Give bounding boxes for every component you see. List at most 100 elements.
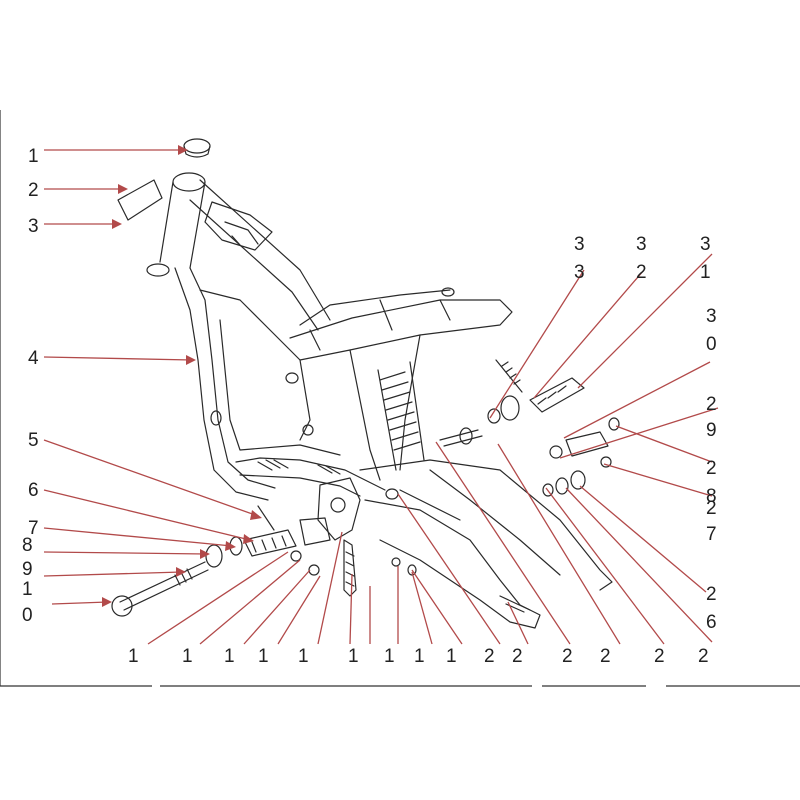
leader-b1: [147, 551, 289, 645]
leader-9: [43, 571, 183, 577]
leader-b5: [317, 531, 343, 645]
rear-bolt-thread: [501, 361, 521, 385]
callout-right-28-b: 8: [706, 486, 717, 507]
callout-bottom-7: 1: [384, 646, 395, 667]
leader-33: [489, 269, 585, 419]
arrowhead-9: [176, 567, 186, 577]
swingarm-inner: [399, 469, 561, 576]
callout-right-27-b: 7: [706, 524, 717, 545]
leader-b6: [349, 573, 353, 645]
leader-29a: [559, 407, 719, 459]
down-tube-front-2: [189, 267, 276, 489]
head-cap-part-body: [183, 145, 211, 158]
cradle-hatch: [257, 459, 341, 475]
arrowhead-5: [250, 510, 262, 520]
seat-rail-bolt: [441, 287, 455, 297]
callout-left-8: 8: [22, 535, 33, 556]
leader-b15: [545, 487, 665, 645]
mid-bushing: [459, 427, 473, 445]
callout-top-32-b: 2: [636, 262, 647, 283]
callout-left-4: 4: [28, 348, 39, 369]
seat-rail-upper: [289, 299, 513, 361]
bottom-baseline: [0, 110, 800, 687]
leader-30: [563, 361, 711, 439]
pivot-plate: [317, 477, 361, 541]
callout-bottom-3: 1: [224, 646, 235, 667]
hanger-nut-b: [542, 483, 554, 497]
mount-tab-b: [210, 410, 222, 426]
callout-top-31-b: 1: [700, 262, 711, 283]
leader-b3: [243, 569, 311, 645]
pivot-nut-b: [308, 564, 320, 576]
leader-29b: [615, 425, 713, 463]
mid-nut: [385, 488, 399, 500]
callout-bottom-5: 1: [298, 646, 309, 667]
mount-tab-c: [302, 424, 314, 436]
seat-rail-lower: [299, 289, 451, 326]
callout-left-10-b: 0: [22, 605, 33, 626]
leader-lines: [43, 145, 719, 645]
leader-b10: [411, 569, 463, 645]
callout-right-29-a: 2: [706, 394, 717, 415]
leader-10: [51, 601, 109, 605]
leader-5: [43, 439, 259, 517]
leader-b11: [397, 493, 501, 645]
leader-31: [577, 253, 713, 389]
hanger-spacer: [570, 470, 586, 490]
shock-body: [377, 361, 425, 471]
callout-bottom-8: 1: [414, 646, 425, 667]
steering-head-top: [172, 172, 206, 192]
leader-8: [43, 551, 207, 555]
leader-b14: [497, 443, 621, 645]
callout-bottom-4: 1: [258, 646, 269, 667]
callout-bottom-12: 2: [562, 646, 573, 667]
callout-left-1: 1: [28, 146, 39, 167]
rear-washer: [487, 408, 501, 424]
bottom-callouts: 1 1 1 1 1 1 1 1 1 2 2 2 2 2 2: [128, 646, 709, 667]
hanger-nut-a: [549, 445, 563, 459]
footpeg: [243, 529, 297, 557]
head-cap-part: [183, 138, 211, 154]
pivot-hole: [330, 497, 346, 513]
swingarm-lower: [364, 499, 541, 629]
frame-drawing: [111, 138, 620, 629]
callout-bottom-11: 2: [512, 646, 523, 667]
pivot-nut-a: [290, 550, 302, 562]
arrowhead-7: [225, 541, 236, 551]
axle-washer: [205, 544, 223, 568]
callout-left-7: 7: [28, 518, 39, 539]
callout-top-33-a: 3: [574, 234, 585, 255]
callout-bottom-15: 2: [698, 646, 709, 667]
side-stand: [343, 539, 357, 597]
callout-left-2: 2: [28, 180, 39, 201]
callout-right-26-a: 2: [706, 584, 717, 605]
callout-left-3: 3: [28, 216, 39, 237]
hanger-nut-d: [608, 417, 620, 431]
callout-right-26-b: 6: [706, 612, 717, 633]
right-callouts: 3 0 2 9 2 8 2 7 2 6: [706, 306, 717, 633]
callout-bottom-6: 1: [348, 646, 359, 667]
callout-left-10-a: 1: [22, 579, 33, 600]
callout-top-31-a: 3: [700, 234, 711, 255]
left-callouts: 1 2 3 4 5 6 7 8 9 1 0: [22, 146, 39, 626]
callout-bottom-2: 1: [182, 646, 193, 667]
swingarm-upper: [359, 459, 613, 591]
callout-right-29-b: 9: [706, 420, 717, 441]
top-tube-upper: [199, 179, 331, 321]
rear-bolt: [495, 359, 523, 393]
engine-cradle: [235, 457, 386, 491]
callout-left-9: 9: [22, 559, 33, 580]
steering-head-bottom: [146, 263, 170, 277]
arrowhead-2: [118, 184, 128, 194]
rear-link: [529, 377, 585, 413]
subframe-down: [349, 334, 421, 481]
callout-right-30-a: 3: [706, 306, 717, 327]
inner-frame-left: [199, 289, 311, 441]
arrowhead-10: [102, 597, 112, 607]
callout-right-28-a: 2: [706, 458, 717, 479]
callout-bottom-9: 1: [446, 646, 457, 667]
inner-frame-mid: [219, 319, 341, 456]
callout-right-27-a: 2: [706, 498, 717, 519]
spring-5: [257, 505, 275, 531]
